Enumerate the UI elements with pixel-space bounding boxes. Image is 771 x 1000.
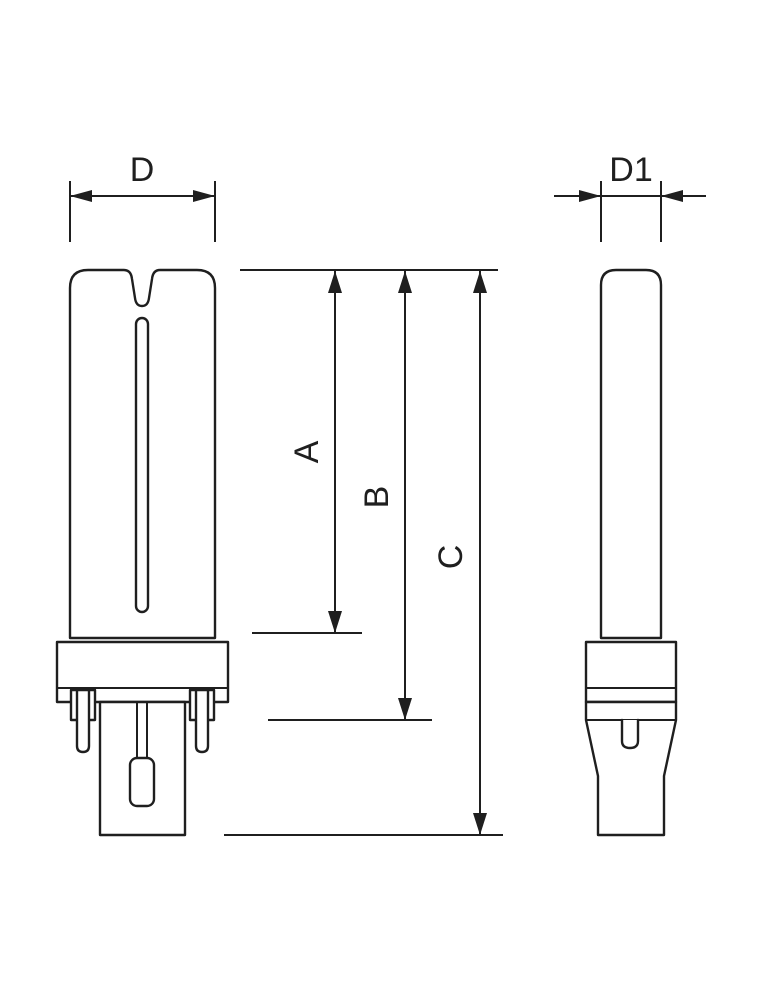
dimension-c: C bbox=[224, 270, 503, 836]
side-tube-outline bbox=[599, 268, 663, 640]
side-key-tab bbox=[620, 718, 640, 750]
dimension-b-label: B bbox=[358, 486, 396, 509]
dimension-d1: D1 bbox=[554, 151, 706, 242]
front-view bbox=[55, 268, 230, 837]
dimension-d-arrow-left bbox=[70, 190, 92, 202]
side-view bbox=[584, 268, 678, 837]
front-inner-slot bbox=[134, 316, 150, 614]
dimension-a: A bbox=[252, 270, 362, 634]
dimension-b-arrow-bottom bbox=[398, 698, 412, 720]
side-base-body bbox=[584, 700, 678, 837]
dimension-a-arrow-bottom bbox=[328, 611, 342, 633]
dimension-c-label: C bbox=[432, 545, 470, 570]
dimension-c-arrow-top bbox=[473, 271, 487, 293]
dimension-a-arrow-top bbox=[328, 271, 342, 293]
dimension-d: D bbox=[69, 151, 216, 242]
front-pin-right bbox=[194, 688, 210, 754]
dimension-d-arrow-right bbox=[193, 190, 215, 202]
dimension-d1-label: D1 bbox=[609, 151, 652, 189]
dimension-b-arrow-top bbox=[398, 271, 412, 293]
dimension-c-arrow-bottom bbox=[473, 813, 487, 835]
side-base-cap bbox=[584, 640, 678, 704]
dimension-a-label: A bbox=[288, 440, 326, 463]
front-pin-left bbox=[75, 688, 91, 754]
dimension-b: B bbox=[268, 270, 432, 721]
front-key-slot bbox=[128, 756, 156, 808]
dimension-d1-arrow-left bbox=[579, 190, 601, 202]
dimension-d-label: D bbox=[130, 151, 155, 189]
dimension-d1-arrow-right bbox=[661, 190, 683, 202]
